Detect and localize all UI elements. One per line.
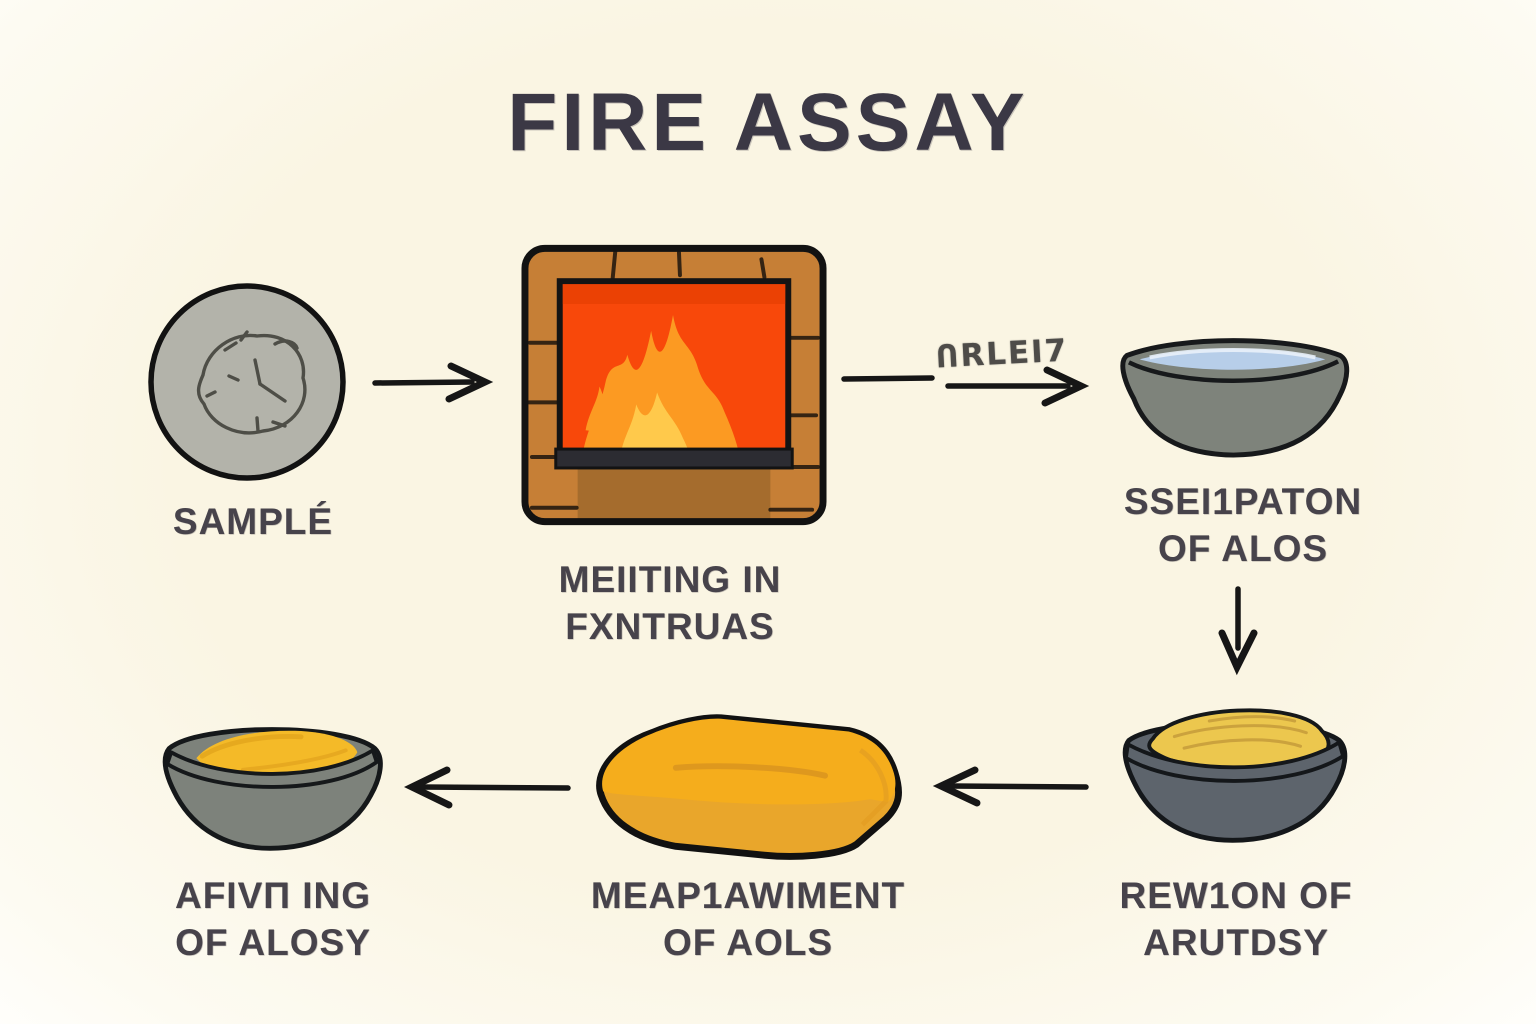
furnace-icon bbox=[521, 244, 827, 526]
step-label-refining: AFIVΠ ING OF ALOSY bbox=[174, 875, 372, 963]
step-label-separation: SSEI1PATON OF ALOS bbox=[1123, 481, 1363, 569]
gold-in-bowl-icon bbox=[1122, 708, 1348, 843]
diagram-title: FIRE ASSAY bbox=[507, 77, 1029, 168]
flow-arrow-sample-to-melting bbox=[372, 362, 494, 403]
flow-arrow-measurement-to-refining bbox=[403, 766, 571, 809]
step-label-melting: MEIITING IN FXNTRUAS bbox=[558, 559, 782, 647]
flow-arrow-removal-to-measurement bbox=[932, 766, 1089, 807]
step-label-sample: SAMPLÉ bbox=[172, 501, 334, 542]
ore-sample-icon bbox=[148, 283, 346, 481]
step-label-measurement: MEAP1AWIMENT OF AOLS bbox=[590, 875, 906, 963]
step-label-removal: REW1ON OF ARUTDSY bbox=[1119, 875, 1353, 963]
flow-arrow-melting-to-separation bbox=[841, 366, 1090, 407]
refined-gold-bowl-icon bbox=[162, 727, 383, 851]
gold-bar-icon bbox=[596, 714, 903, 860]
water-bowl-icon bbox=[1120, 338, 1350, 458]
flow-arrow-separation-to-removal bbox=[1218, 586, 1258, 676]
